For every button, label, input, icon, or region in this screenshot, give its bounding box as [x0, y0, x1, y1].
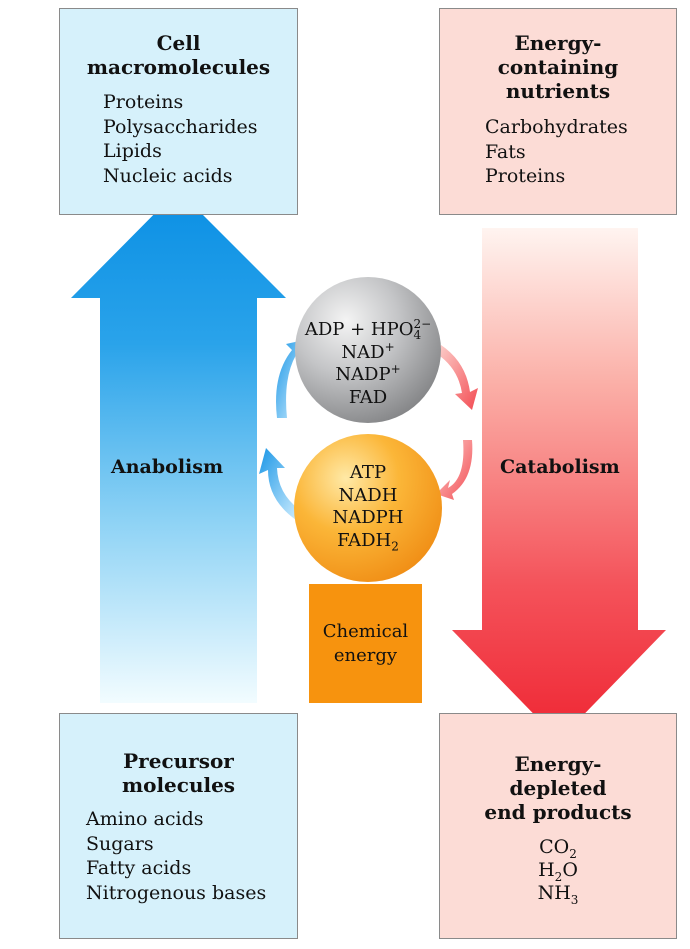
list-item: Proteins: [103, 91, 184, 113]
precursor-box: Precursor molecules Amino acids Sugars F…: [59, 713, 298, 939]
fadh2-label: FADH2: [337, 529, 399, 554]
list-item: Nitrogenous bases: [86, 881, 267, 904]
blue-cycle-arrow-lower: [259, 448, 300, 520]
co2-label: CO2: [539, 836, 577, 861]
orange-circle-text: ATP NADH NADPH FADH2: [293, 462, 443, 552]
precursor-list: Amino acids Sugars Fatty acids Nitrogeno…: [86, 807, 297, 905]
precursor-title-1: Precursor: [123, 749, 234, 773]
list-item: Fats: [485, 140, 526, 163]
cell-macromolecules-title-1: Cell: [156, 31, 201, 55]
chemical-energy-line-2: energy: [333, 644, 398, 666]
list-item: Fatty acids: [86, 857, 192, 879]
red-cycle-arrow-lower: [436, 440, 473, 500]
blue-cycle-arrow-upper: [276, 340, 304, 418]
end-products-title-1: Energy-: [514, 752, 602, 776]
energy-nutrients-title-3: nutrients: [505, 79, 611, 103]
end-products-list: CO2 H2O NH3: [440, 836, 676, 907]
catabolism-arrow: [452, 228, 666, 740]
catabolism-label: Catabolism: [500, 456, 620, 478]
nadh-label: NADH: [338, 484, 398, 506]
gray-circle: [295, 277, 441, 423]
orange-circle: [294, 434, 442, 582]
anabolism-label: Anabolism: [111, 456, 224, 478]
cell-macromolecules-list: Proteins Polysaccharides Lipids Nucleic …: [103, 90, 297, 188]
fad-label: FAD: [348, 386, 388, 408]
cell-macromolecules-box: Cell macromolecules Proteins Polysacchar…: [59, 8, 298, 215]
red-cycle-arrow-upper: [437, 345, 478, 410]
cell-macromolecules-title-2: macromolecules: [86, 55, 271, 79]
list-item: Proteins: [485, 165, 566, 187]
nh3-label: NH3: [537, 882, 579, 907]
energy-nutrients-title-2: containing: [497, 55, 619, 79]
chemical-energy-line-1: Chemical: [322, 620, 409, 642]
energy-nutrients-title-1: Energy-: [514, 31, 602, 55]
end-products-box: Energy- depleted end products CO2 H2O NH…: [439, 713, 677, 939]
nadph-label: NADPH: [332, 507, 404, 528]
end-products-title-3: end products: [484, 800, 632, 824]
nadp-label: NADP+: [335, 362, 401, 385]
list-item: Sugars: [86, 832, 154, 855]
energy-nutrients-list: Carbohydrates Fats Proteins: [485, 115, 676, 189]
list-item: Lipids: [103, 140, 162, 162]
h2o-label: H2O: [538, 859, 578, 884]
list-item: Polysaccharides: [103, 115, 258, 138]
atp-label: ATP: [349, 462, 387, 483]
list-item: Amino acids: [86, 808, 204, 830]
list-item: Carbohydrates: [485, 116, 628, 138]
energy-nutrients-box: Energy- containing nutrients Carbohydrat…: [439, 8, 677, 215]
anabolism-arrow: [71, 190, 286, 703]
nad-label: NAD+: [341, 339, 395, 363]
end-products-title-2: depleted: [509, 776, 607, 800]
precursor-title-2: molecules: [121, 773, 236, 797]
list-item: Nucleic acids: [103, 164, 233, 187]
chemical-energy-box: Chemical energy: [309, 584, 422, 703]
